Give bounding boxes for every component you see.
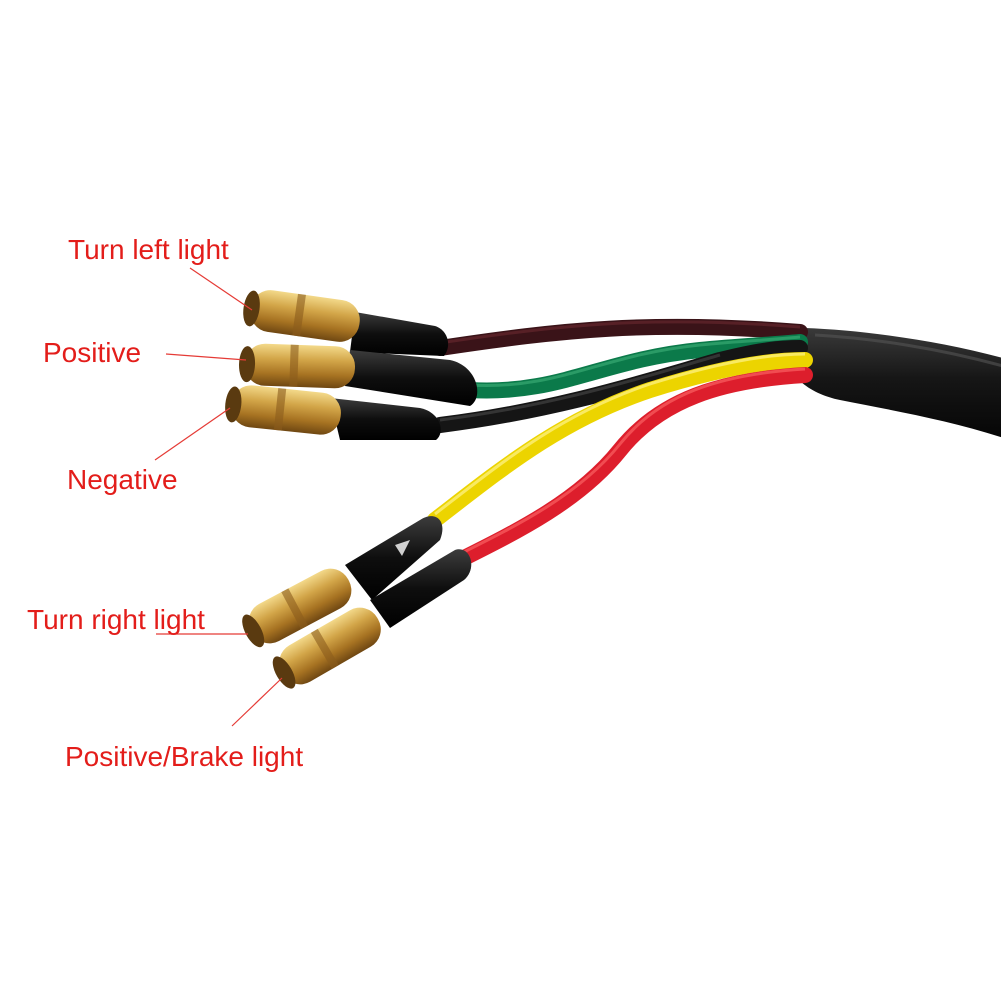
label-turn-left-light: Turn left light [68, 234, 229, 265]
wire-brown [432, 318, 808, 356]
wire-yellow [427, 352, 813, 528]
wire-black [432, 340, 808, 433]
leader-line-positive-brake [231, 677, 283, 727]
label-negative: Negative [67, 464, 178, 495]
bullet-connectors [225, 290, 381, 689]
leader-line-negative [154, 407, 231, 461]
wire-red [452, 367, 813, 568]
leader-line-positive [165, 353, 247, 361]
leader-lines [154, 267, 283, 727]
label-positive-brake-light: Positive/Brake light [65, 741, 304, 772]
heat-shrink-sleeves [330, 312, 478, 628]
cable-sheath [790, 328, 1001, 438]
label-positive: Positive [43, 337, 142, 368]
label-turn-right-light: Turn right light [27, 604, 205, 635]
leader-line-turn-left [189, 267, 253, 311]
